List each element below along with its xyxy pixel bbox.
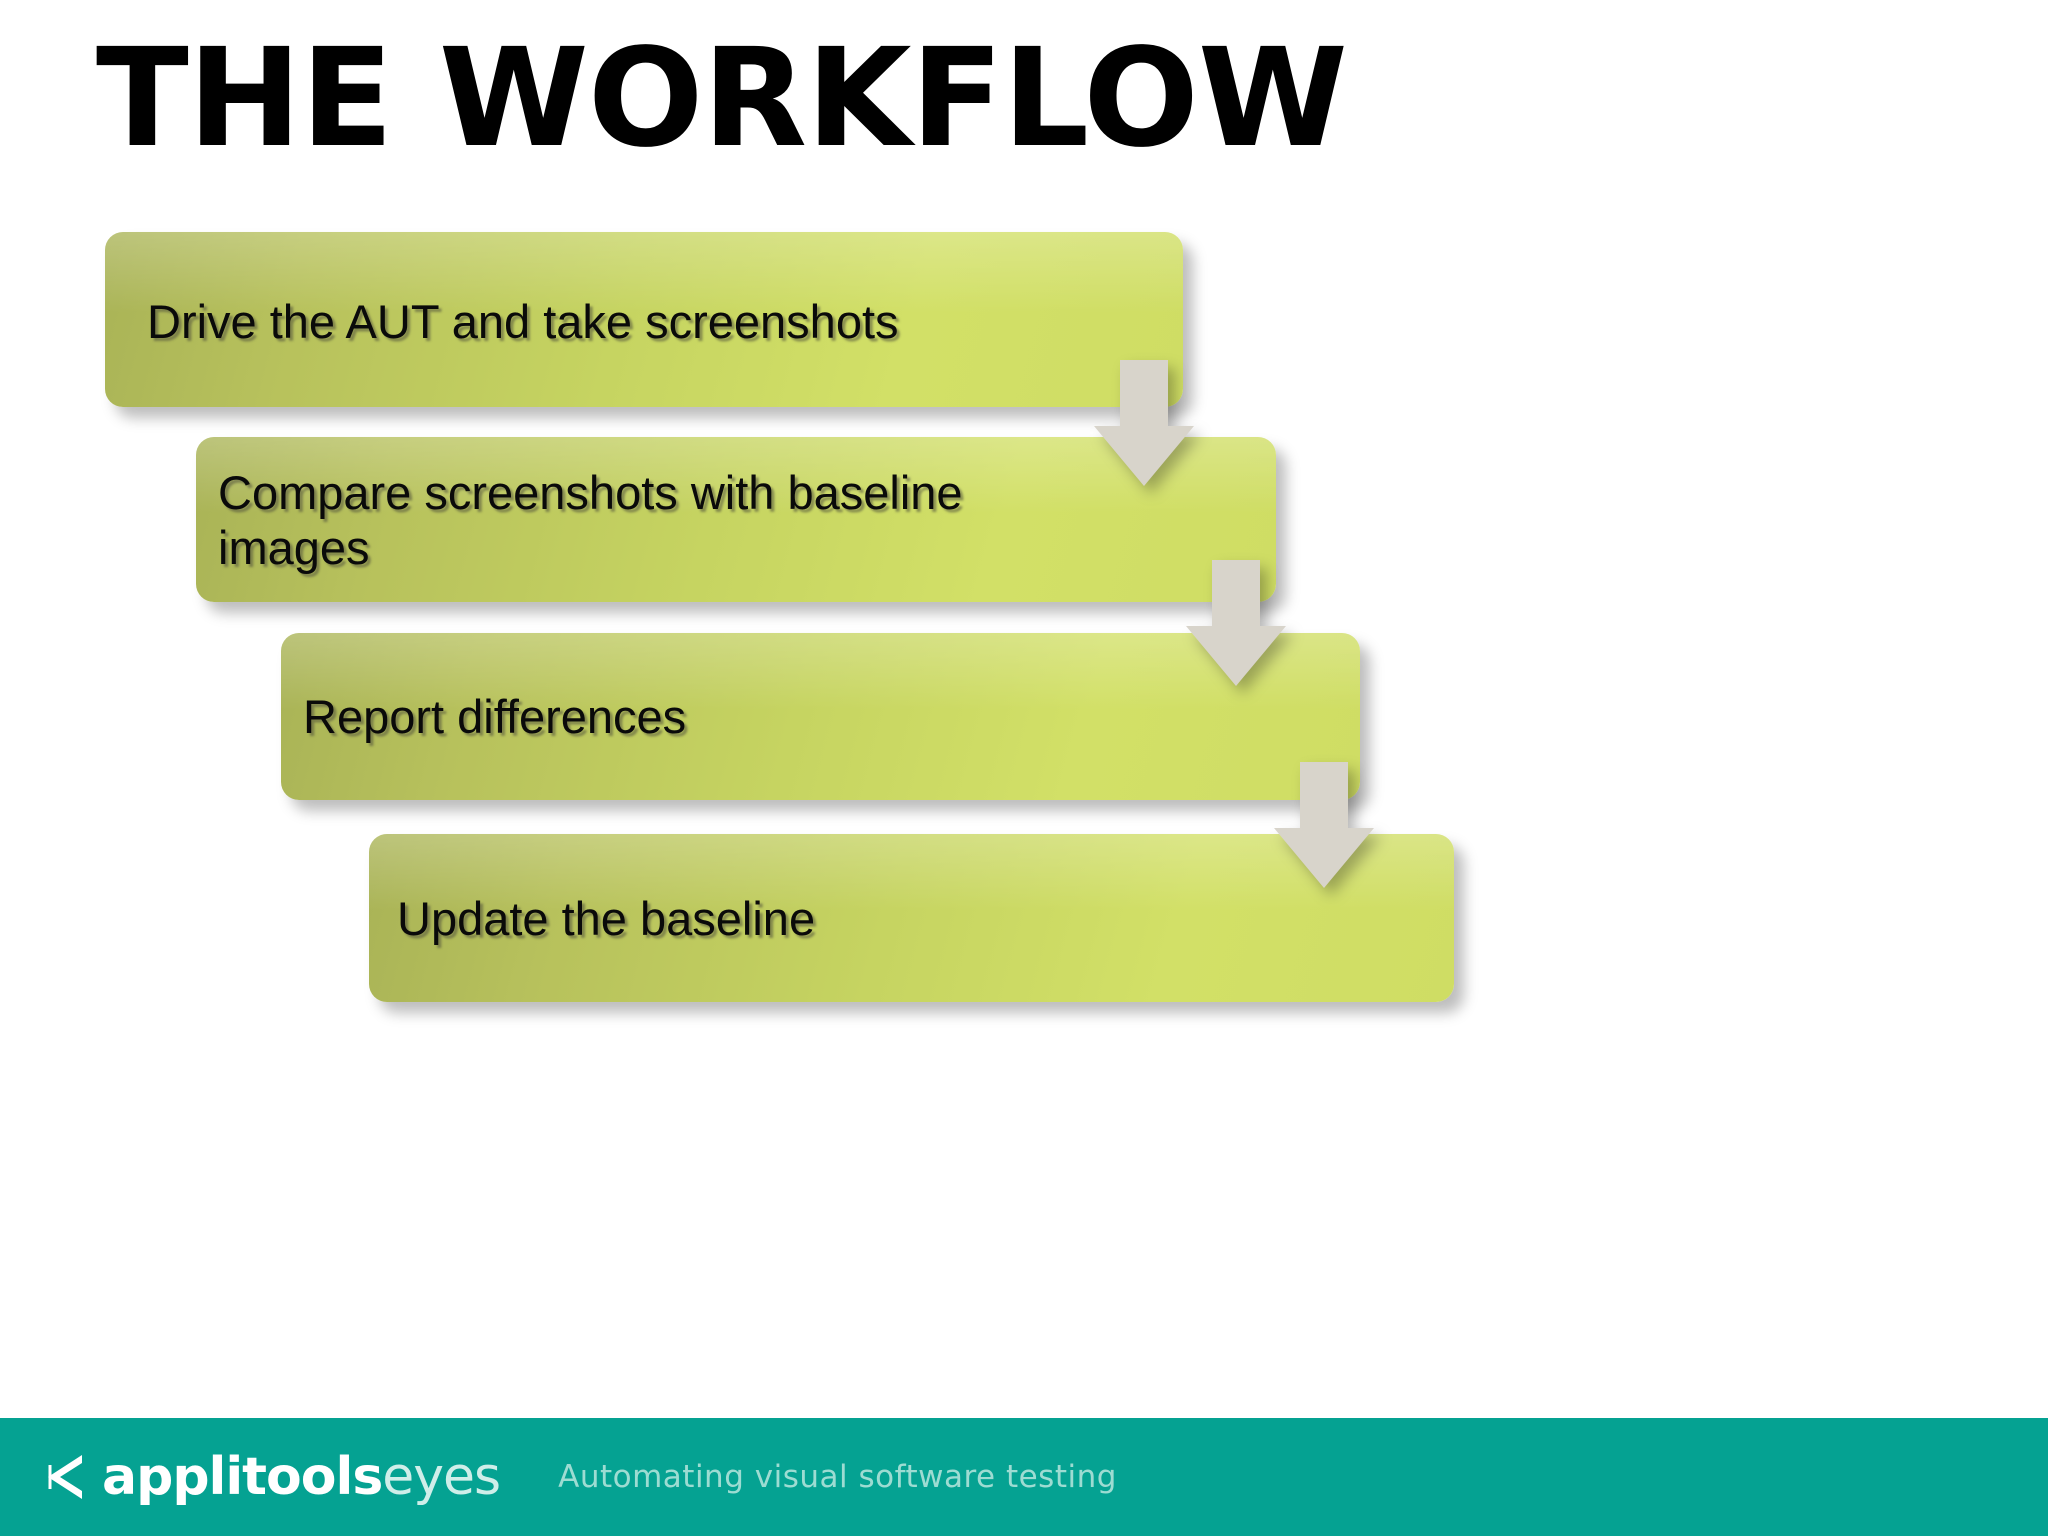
arrow-down-icon <box>1094 360 1194 486</box>
brand-name-bold: applitools <box>102 1447 383 1507</box>
workflow-diagram: Drive the AUT and take screenshots Compa… <box>105 232 1454 1002</box>
footer-bar: applitoolseyes Automating visual softwar… <box>0 1418 2048 1536</box>
arrow-down-icon <box>1274 762 1374 888</box>
workflow-step-1[interactable]: Drive the AUT and take screenshots <box>105 232 1183 407</box>
workflow-step-4-label: Update the baseline <box>397 891 816 945</box>
brand-wordmark: applitoolseyes <box>102 1447 501 1507</box>
brand-name-light: eyes <box>382 1447 501 1507</box>
brand-tagline: Automating visual software testing <box>558 1459 1117 1495</box>
workflow-step-2-label: Compare screenshots with baseline images <box>218 465 963 574</box>
applitools-eye-mark-icon <box>48 1455 82 1499</box>
page-title: THE WORKFLOW <box>96 20 1348 178</box>
arrow-down-icon <box>1186 560 1286 686</box>
workflow-step-3[interactable]: Report differences <box>281 633 1360 800</box>
workflow-step-4[interactable]: Update the baseline <box>369 834 1454 1002</box>
workflow-step-1-label: Drive the AUT and take screenshots <box>147 295 899 349</box>
workflow-step-2[interactable]: Compare screenshots with baseline images <box>196 437 1276 602</box>
workflow-step-3-label: Report differences <box>303 690 687 744</box>
